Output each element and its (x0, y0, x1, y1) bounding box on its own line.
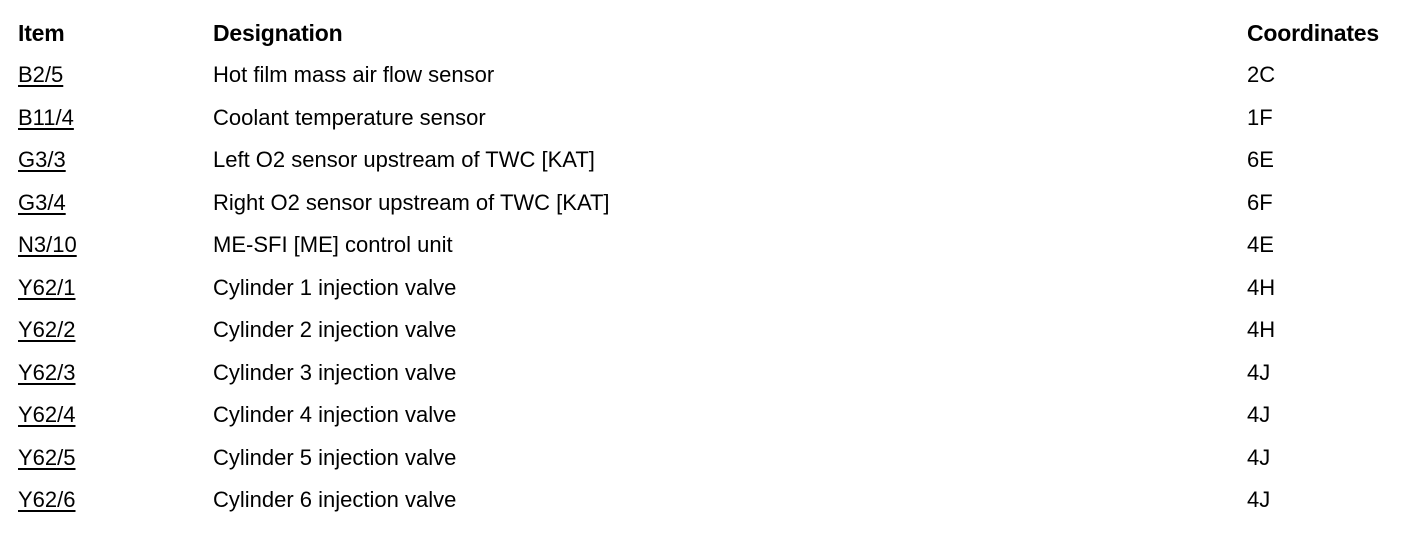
coordinates-cell: 4E (1247, 232, 1274, 258)
table-header: Item Designation Coordinates (18, 12, 1402, 54)
designation-cell: Cylinder 6 injection valve (213, 487, 457, 513)
item-link[interactable]: Y62/2 (18, 317, 76, 343)
coordinates-cell: 4J (1247, 444, 1271, 470)
header-designation: Designation (213, 19, 343, 46)
coordinates-cell: 2C (1247, 62, 1276, 88)
coordinates-cell: 4J (1247, 359, 1271, 385)
table-row: Y62/3 Cylinder 3 injection valve 4J (18, 352, 1402, 395)
coordinates-cell: 1F (1247, 104, 1273, 130)
item-link[interactable]: N3/10 (18, 232, 77, 258)
designation-cell: Cylinder 2 injection valve (213, 317, 457, 343)
designation-cell: Cylinder 3 injection valve (213, 359, 457, 385)
designation-cell: ME-SFI [ME] control unit (213, 232, 453, 258)
coordinates-cell: 4H (1247, 274, 1276, 300)
table-row: N3/10 ME-SFI [ME] control unit 4E (18, 224, 1402, 267)
table-row: Y62/5 Cylinder 5 injection valve 4J (18, 437, 1402, 480)
item-link[interactable]: Y62/3 (18, 359, 76, 385)
table-row: B2/5 Hot film mass air flow sensor 2C (18, 54, 1402, 97)
coordinates-cell: 6E (1247, 147, 1274, 173)
table-row: Y62/1 Cylinder 1 injection valve 4H (18, 267, 1402, 310)
coordinates-cell: 4J (1247, 402, 1271, 428)
designation-cell: Cylinder 1 injection valve (213, 274, 457, 300)
item-link[interactable]: G3/4 (18, 189, 66, 215)
designation-cell: Coolant temperature sensor (213, 104, 486, 130)
header-coordinates: Coordinates (1247, 19, 1379, 46)
item-link[interactable]: B11/4 (18, 104, 74, 130)
designation-cell: Hot film mass air flow sensor (213, 62, 495, 88)
header-item: Item (18, 19, 65, 46)
item-link[interactable]: Y62/5 (18, 444, 76, 470)
item-link[interactable]: G3/3 (18, 147, 66, 173)
table-row: Y62/2 Cylinder 2 injection valve 4H (18, 309, 1402, 352)
coordinates-cell: 6F (1247, 189, 1273, 215)
item-link[interactable]: Y62/4 (18, 402, 76, 428)
table-row: Y62/6 Cylinder 6 injection valve 4J (18, 479, 1402, 522)
item-link[interactable]: Y62/6 (18, 487, 76, 513)
table-row: B11/4 Coolant temperature sensor 1F (18, 97, 1402, 140)
designation-cell: Cylinder 5 injection valve (213, 444, 457, 470)
item-link[interactable]: B2/5 (18, 62, 64, 88)
component-legend-table: Item Designation Coordinates B2/5 Hot fi… (18, 12, 1402, 522)
coordinates-cell: 4H (1247, 317, 1276, 343)
item-link[interactable]: Y62/1 (18, 274, 76, 300)
coordinates-cell: 4J (1247, 487, 1271, 513)
table-row: G3/4 Right O2 sensor upstream of TWC [KA… (18, 182, 1402, 225)
designation-cell: Left O2 sensor upstream of TWC [KAT] (213, 147, 595, 173)
table-row: Y62/4 Cylinder 4 injection valve 4J (18, 394, 1402, 437)
designation-cell: Cylinder 4 injection valve (213, 402, 457, 428)
designation-cell: Right O2 sensor upstream of TWC [KAT] (213, 189, 610, 215)
table-row: G3/3 Left O2 sensor upstream of TWC [KAT… (18, 139, 1402, 182)
